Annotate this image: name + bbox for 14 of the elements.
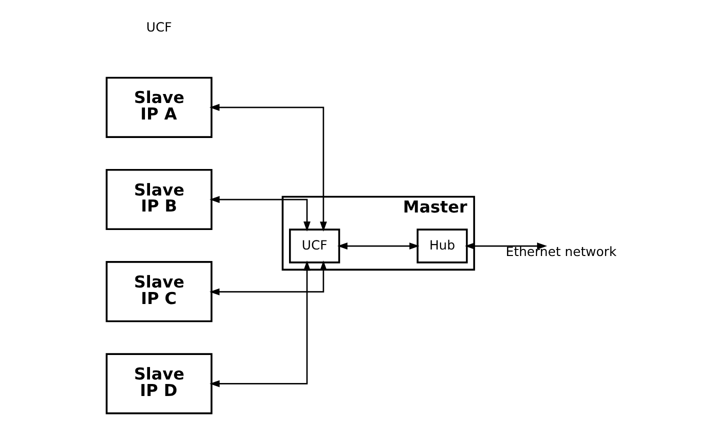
arrow <box>337 242 420 250</box>
arrow <box>209 260 327 296</box>
edge-label: Ethernet network <box>506 245 617 260</box>
label: UCF <box>146 20 172 36</box>
node-box: Hub <box>416 228 468 264</box>
node-box: UCF <box>289 228 340 264</box>
arrow <box>210 196 311 232</box>
node-box: Slave IP B <box>106 168 212 230</box>
node-box: Slave IP C <box>106 261 212 322</box>
node-box: Slave IP A <box>106 76 212 138</box>
node-box: Slave IP D <box>106 353 212 414</box>
arrow <box>210 260 311 388</box>
arrow <box>209 104 327 232</box>
arrow <box>464 242 548 250</box>
